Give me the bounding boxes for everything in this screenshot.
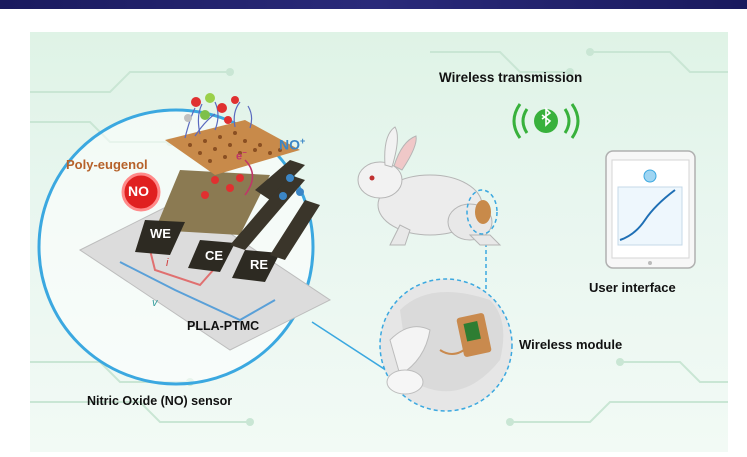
electrode-strips [135,160,320,282]
implant-site-marker [466,189,498,235]
no-badge-label: NO [128,183,149,199]
electron-arrow [244,159,254,196]
poly-eugenol-label: Poly-eugenol [66,157,148,172]
no-badge [121,172,161,212]
wireless-module-zoom [379,278,513,412]
electron-charge: − [242,148,247,157]
no-plus-charge: + [300,136,306,146]
rabbit-image [357,126,502,246]
molecule-dots [184,93,304,200]
no-sensor-label: Nitric Oxide (NO) sensor [87,394,233,408]
electron-label: e− [236,148,247,163]
bluetooth-icon [512,103,580,139]
voltage-label: v [152,297,158,309]
current-label: i [166,257,169,269]
wireless-transmission-label: Wireless transmission [439,70,583,85]
no-plus-text: NO [279,136,300,153]
electron-text: e [236,150,243,163]
reference-electrode-label: RE [250,257,269,272]
user-interface-label: User interface [589,280,676,295]
substrate-label: PLLA-PTMC [187,319,260,333]
no-plus-label: NO+ [279,136,305,153]
tablet-icon [605,150,696,269]
voltage-path [119,261,276,322]
working-electrode-label: WE [150,226,171,241]
counter-electrode-label: CE [205,248,224,263]
wireless-module-label: Wireless module [519,337,623,352]
header-bar [0,0,747,9]
current-path [149,249,216,287]
